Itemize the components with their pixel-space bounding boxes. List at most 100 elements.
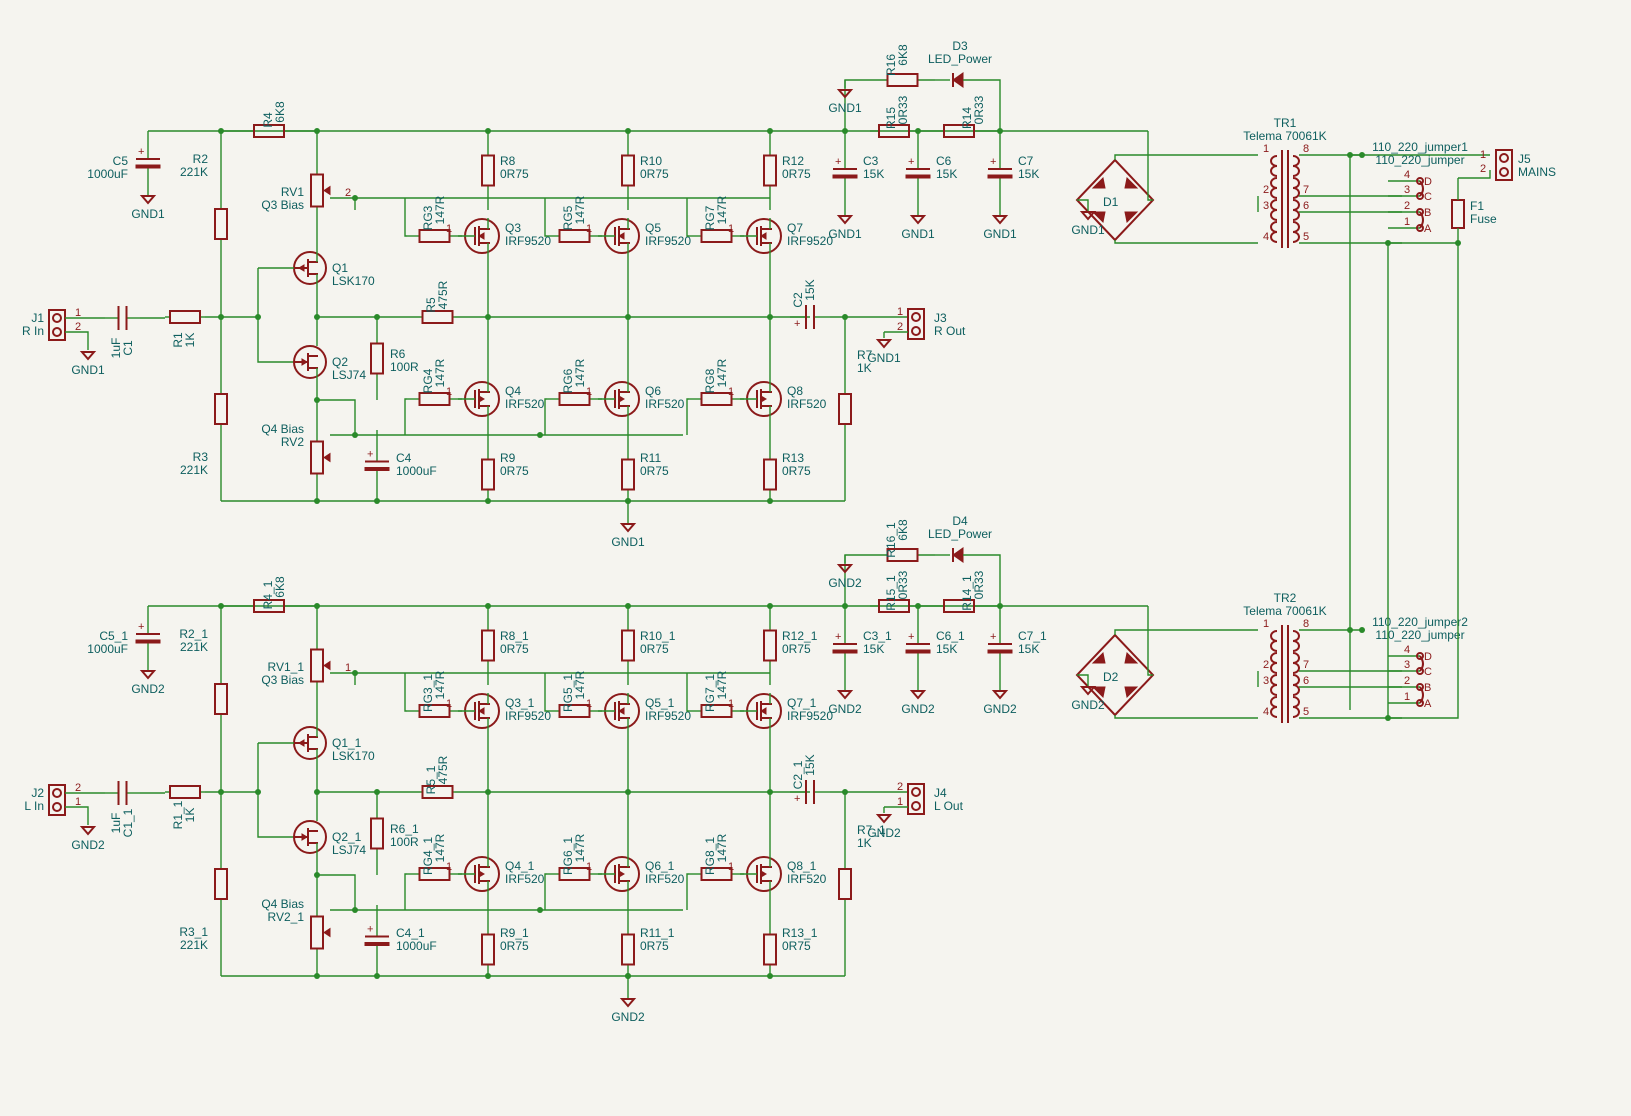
r1-ref: R1_1 bbox=[171, 800, 185, 829]
gate-resistor-ref: RG8 bbox=[703, 368, 717, 393]
r14-value: 0R33 bbox=[972, 95, 986, 124]
rv2-ref: RV2_1 bbox=[268, 910, 305, 924]
source-resistor-ref: R9 bbox=[500, 451, 516, 465]
pin-number: 2 bbox=[1404, 200, 1410, 212]
bridge-ref: D1 bbox=[1103, 195, 1119, 209]
mosfet-arrow bbox=[760, 232, 767, 240]
fuse-body bbox=[1451, 199, 1465, 229]
transformer-winding bbox=[1292, 199, 1300, 221]
q1-value: LSK170 bbox=[332, 274, 375, 288]
terminal-screw bbox=[911, 801, 921, 811]
input-jack-ref: J1 bbox=[31, 311, 44, 325]
rv1-value: Q3 Bias bbox=[261, 673, 304, 687]
junction-dot bbox=[255, 789, 261, 795]
c5-value: 1000uF bbox=[87, 167, 128, 181]
source-resistor-ref: R9_1 bbox=[500, 926, 529, 940]
resistor-body bbox=[214, 868, 228, 900]
terminal-screw bbox=[52, 802, 62, 812]
resistor-body bbox=[621, 629, 635, 662]
terminal-screw bbox=[52, 313, 62, 323]
mosfet-ref: Q8_1 bbox=[787, 859, 817, 873]
resistor-body bbox=[700, 704, 733, 718]
r3-ref: R3_1 bbox=[179, 925, 208, 939]
terminal-screw bbox=[52, 327, 62, 337]
terminal-screw bbox=[911, 787, 921, 797]
source-resistor-ref: R12 bbox=[782, 154, 804, 168]
rv2-value: Q4 Bias bbox=[261, 422, 304, 436]
jumper-letter: C bbox=[1424, 666, 1432, 678]
transformer-winding bbox=[1270, 155, 1278, 177]
c4-value: 1000uF bbox=[396, 464, 437, 478]
bridge-diode bbox=[1091, 686, 1106, 699]
c2-value: 15K bbox=[803, 279, 817, 300]
pin-number: 1 bbox=[728, 698, 734, 710]
bridge-diode bbox=[1124, 176, 1139, 189]
mosfet-ref: Q7_1 bbox=[787, 696, 817, 710]
q2-value: LSJ74 bbox=[332, 843, 366, 857]
ground-symbol bbox=[991, 690, 1009, 700]
terminal-block bbox=[907, 783, 925, 815]
source-resistor-value: 0R75 bbox=[500, 939, 529, 953]
r5-value: 475R bbox=[436, 280, 450, 309]
gate-resistor-value: 147R bbox=[573, 670, 587, 699]
gate-resistor-ref: RG6 bbox=[561, 368, 575, 393]
r3-value: 221K bbox=[180, 938, 208, 952]
c5-value: 1000uF bbox=[87, 642, 128, 656]
r7-ref: R7_1 bbox=[857, 823, 886, 837]
mains-value: MAINS bbox=[1518, 165, 1556, 179]
pin-number: 3 bbox=[1404, 659, 1410, 671]
mosfet-arrow bbox=[618, 232, 625, 240]
jumper-value: 110_220_jumper bbox=[1375, 153, 1464, 167]
wire bbox=[544, 398, 547, 435]
resistor-body bbox=[481, 154, 495, 187]
wire bbox=[317, 399, 356, 435]
mosfet-arrow bbox=[478, 870, 485, 878]
wiper-arrow bbox=[323, 452, 331, 463]
junction-dot bbox=[1359, 627, 1365, 633]
resistor-body bbox=[169, 310, 201, 324]
filter-cap-ref: C3 bbox=[863, 154, 879, 168]
transformer-winding bbox=[1292, 155, 1300, 177]
r7-value: 1K bbox=[857, 836, 872, 850]
wire bbox=[404, 673, 407, 712]
pin-number: 2 bbox=[897, 781, 903, 793]
pin-number: 6 bbox=[1303, 200, 1309, 212]
jumper-ref: 110_220_jumper1 bbox=[1372, 140, 1468, 154]
plus-marker: + bbox=[367, 449, 373, 461]
transformer-winding bbox=[1292, 674, 1300, 696]
r4-value: 6K8 bbox=[273, 101, 287, 123]
transformer-winding bbox=[1270, 674, 1278, 696]
mosfet-ref: Q3 bbox=[505, 221, 521, 235]
plus-marker: + bbox=[138, 621, 144, 633]
r3-value: 221K bbox=[180, 463, 208, 477]
jumper-link bbox=[1419, 655, 1424, 672]
gate-resistor-value: 147R bbox=[433, 195, 447, 224]
junction-dot bbox=[352, 670, 358, 676]
resistor-body bbox=[763, 629, 777, 662]
terminal-screw bbox=[911, 312, 921, 322]
plus-marker: + bbox=[367, 924, 373, 936]
terminal-screw bbox=[1499, 167, 1509, 177]
source-resistor-value: 0R75 bbox=[500, 642, 529, 656]
transformer-winding bbox=[1270, 630, 1278, 652]
plus-marker: + bbox=[990, 156, 996, 168]
pin-number: 4 bbox=[1404, 644, 1410, 656]
resistor-body bbox=[558, 392, 591, 406]
pin-number: 1 bbox=[728, 861, 734, 873]
mosfet-value: IRF520 bbox=[505, 872, 545, 886]
c4-ref: C4 bbox=[396, 451, 412, 465]
r7-value: 1K bbox=[857, 361, 872, 375]
capacitor-plate bbox=[832, 649, 858, 654]
ground-symbol bbox=[909, 690, 927, 700]
pin-number: 1 bbox=[897, 306, 903, 318]
resistor-body bbox=[418, 229, 451, 243]
junction-dot bbox=[314, 973, 320, 979]
pin-number: 3 bbox=[1263, 675, 1269, 687]
resistor-body bbox=[943, 124, 975, 138]
led-ref: D4 bbox=[952, 514, 968, 528]
wire bbox=[1147, 606, 1153, 676]
transformer-ref: TR2 bbox=[1274, 591, 1297, 605]
led-diode bbox=[952, 72, 964, 88]
filter-cap-ref: C6_1 bbox=[936, 629, 965, 643]
bridge-diode bbox=[1091, 176, 1106, 189]
